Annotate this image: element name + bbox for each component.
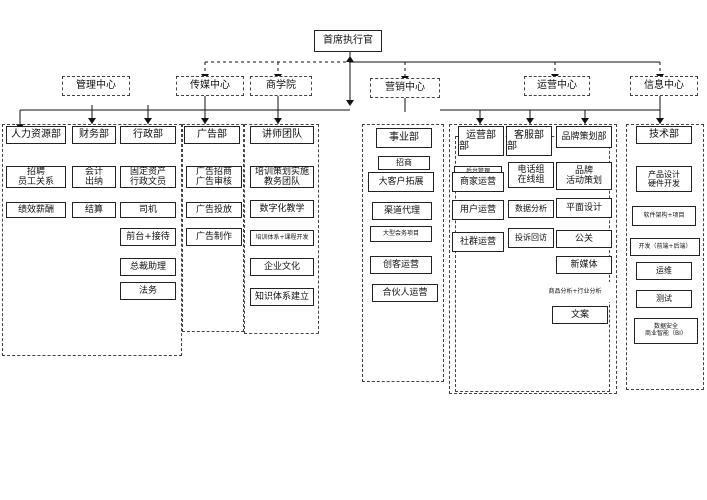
operations-group bbox=[449, 124, 617, 394]
ops-item: 商家运营 bbox=[452, 172, 504, 192]
marketing-item: 大客户拓展 bbox=[368, 172, 434, 192]
tech-item: 测试 bbox=[636, 290, 692, 308]
tech-item: 软件架构+项目 bbox=[632, 206, 696, 226]
information-center: 信息中心 bbox=[630, 76, 698, 96]
service-item: 投诉回访 bbox=[508, 228, 554, 248]
management-group bbox=[2, 124, 182, 356]
brand-dept: 品牌策划部 bbox=[556, 126, 612, 148]
tech-item: 开发（前端+后端） bbox=[630, 238, 700, 256]
hr-dept: 人力资源部 bbox=[6, 126, 66, 144]
marketing-item: 合伙人运营 bbox=[372, 284, 438, 302]
admin-item: 总裁助理 bbox=[120, 258, 176, 276]
finance-dept: 财务部 bbox=[72, 126, 116, 144]
ops-dept: 运营部 部 bbox=[458, 126, 504, 156]
admin-item: 前台+接待 bbox=[120, 228, 176, 246]
service-item: 电话组 在线组 bbox=[508, 162, 554, 188]
media-center: 传媒中心 bbox=[176, 76, 244, 96]
operations-center: 运营中心 bbox=[524, 76, 590, 96]
media-group bbox=[182, 124, 244, 332]
brand-item: 文案 bbox=[552, 306, 608, 324]
marketing-item: 大型会务项目 bbox=[370, 226, 432, 242]
service-dept-extra: 部 bbox=[507, 141, 517, 152]
admin-item: 固定资产 行政文员 bbox=[120, 166, 176, 188]
lecturer-dept: 讲师团队 bbox=[250, 126, 314, 144]
school-group bbox=[244, 124, 319, 334]
service-item: 数据分析 bbox=[508, 200, 554, 218]
marketing-item: 创客运营 bbox=[370, 256, 432, 274]
business-school-center: 商学院 bbox=[250, 76, 312, 96]
ops-dept-extra: 部 bbox=[459, 141, 469, 152]
school-item: 培训体系+课程开发 bbox=[250, 230, 314, 246]
management-center: 管理中心 bbox=[62, 76, 130, 96]
business-unit-dept: 事业部 bbox=[376, 128, 432, 148]
service-dept-title: 客服部 bbox=[514, 129, 544, 141]
school-item: 知识体系建立 bbox=[250, 288, 314, 306]
ops-dept-title: 运营部 bbox=[466, 129, 496, 141]
school-item: 培训策划实施 教务团队 bbox=[250, 166, 314, 188]
ops-item: 社群运营 bbox=[452, 232, 504, 252]
brand-item: 商品分析+行业分析 bbox=[540, 282, 610, 302]
finance-item: 会计 出纳 bbox=[72, 166, 116, 188]
ops-item: 用户运营 bbox=[452, 200, 504, 220]
finance-item: 结算 bbox=[72, 202, 116, 218]
ad-dept: 广告部 bbox=[184, 126, 240, 144]
marketing-group bbox=[362, 124, 444, 382]
marketing-item: 渠道代理 bbox=[372, 202, 432, 220]
ad-item: 广告投放 bbox=[186, 202, 242, 218]
admin-item: 法务 bbox=[120, 282, 176, 300]
brand-item: 平面设计 bbox=[556, 198, 612, 218]
ad-item: 广告招商 广告审核 bbox=[186, 166, 242, 188]
hr-item: 绩效薪酬 bbox=[6, 202, 66, 218]
brand-item: 新媒体 bbox=[556, 256, 612, 274]
admin-dept: 行政部 bbox=[120, 126, 176, 144]
marketing-center: 营销中心 bbox=[370, 78, 440, 98]
ceo-box: 首席执行官 bbox=[314, 30, 382, 52]
tech-item: 数据安全 商业智能（BI） bbox=[634, 318, 698, 344]
brand-item: 品牌 活动策划 bbox=[556, 162, 612, 190]
information-group bbox=[626, 124, 704, 390]
admin-item: 司机 bbox=[120, 202, 176, 218]
tech-item: 运维 bbox=[636, 262, 692, 280]
tech-item: 产品设计 硬件开发 bbox=[636, 166, 692, 192]
brand-item: 公关 bbox=[556, 230, 612, 248]
ad-item: 广告制作 bbox=[186, 228, 242, 246]
hr-item: 招聘 员工关系 bbox=[6, 166, 66, 188]
tech-dept: 技术部 bbox=[636, 126, 692, 144]
service-dept: 客服部 部 bbox=[506, 126, 552, 156]
marketing-item: 招商 bbox=[378, 156, 430, 170]
school-item: 数字化教学 bbox=[250, 200, 314, 218]
school-item: 企业文化 bbox=[250, 258, 314, 276]
